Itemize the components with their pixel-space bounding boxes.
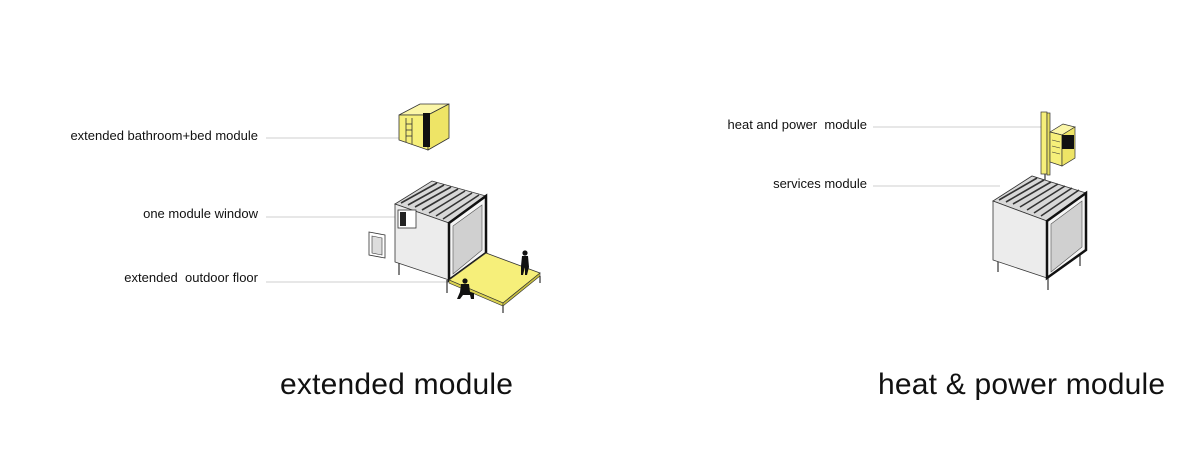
heat-power-module-drawing [1040,111,1076,180]
label-extended-outdoor-floor: extended outdoor floor [124,270,258,285]
title-heat-power-module: heat & power module [878,368,1166,401]
label-one-module-window: one module window [143,206,258,221]
standing-person-figure [521,250,529,275]
services-module-drawing [992,175,1088,290]
title-extended-module: extended module [280,368,514,401]
label-services-module: services module [773,176,867,191]
bathroom-bed-module-drawing [398,103,450,151]
seated-person-figure [457,278,474,299]
leader-lines [266,126,1044,283]
outdoor-floor-drawing [448,250,541,313]
label-bathroom-bed-module: extended bathroom+bed module [70,128,258,143]
main-module-drawing [368,180,488,293]
label-heat-power-module: heat and power module [727,117,867,132]
